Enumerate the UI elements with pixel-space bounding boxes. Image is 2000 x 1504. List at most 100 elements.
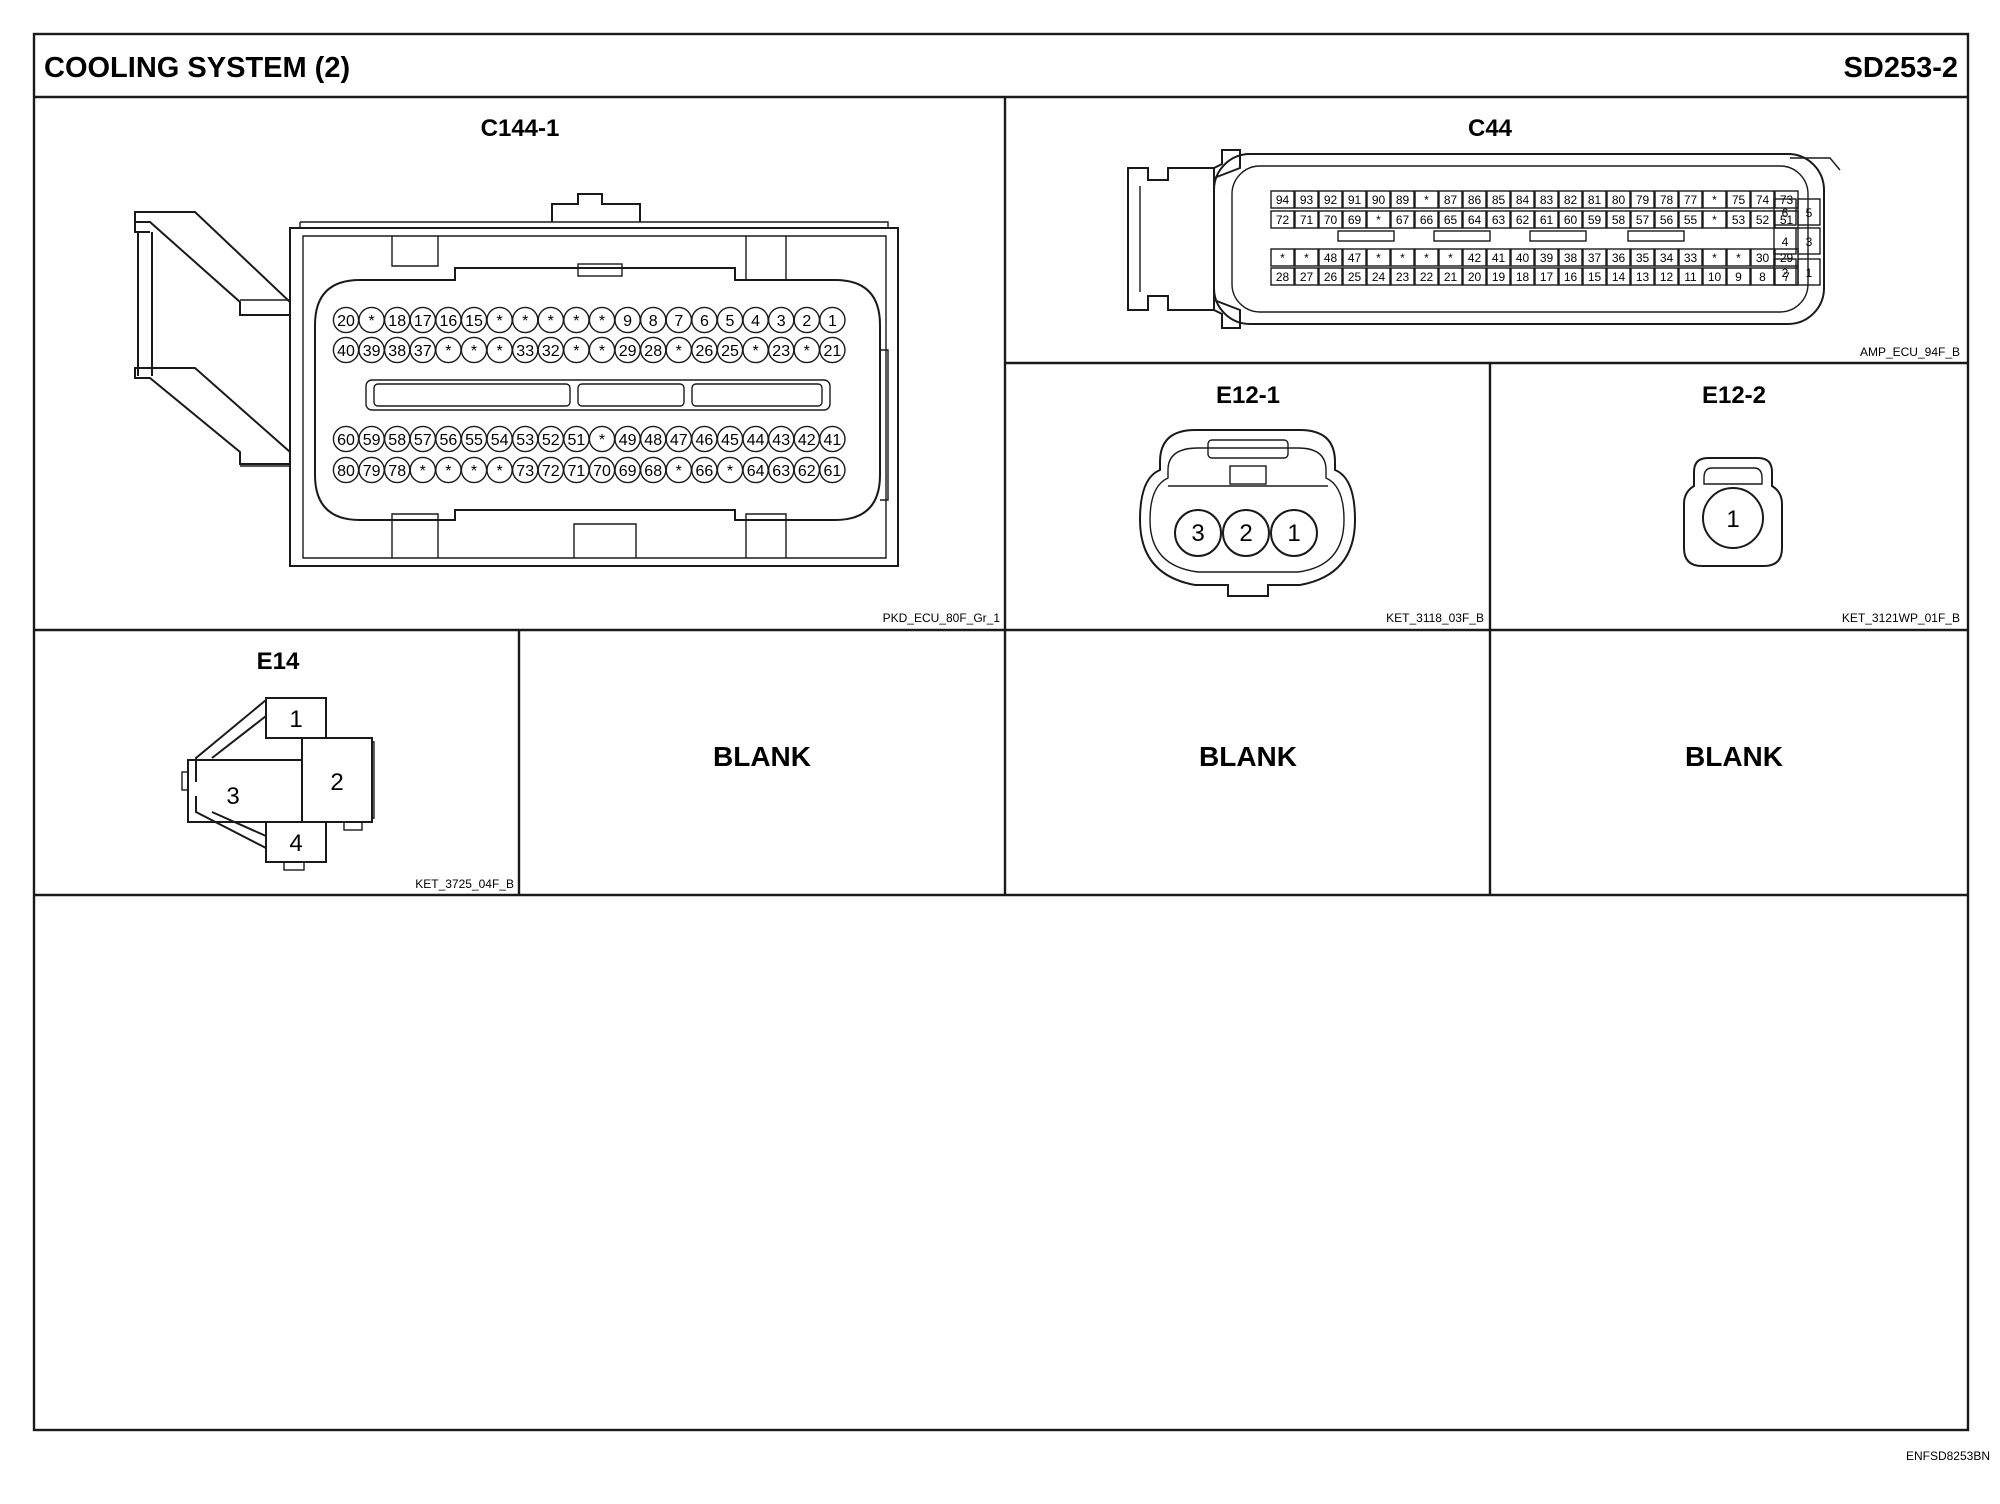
c144-1-pin: 59	[358, 425, 385, 453]
c144-1-pin: *	[435, 456, 462, 484]
c44-pin: *	[1702, 248, 1727, 267]
c44-pin-label: 27	[1300, 270, 1314, 284]
c144-1-pin: 16	[435, 306, 462, 334]
c144-1-pin-label: 16	[440, 313, 458, 330]
c44-pin-label: 92	[1324, 193, 1338, 207]
c144-1-pin-label: 5	[726, 313, 735, 330]
c144-1-pin-label: *	[496, 313, 502, 330]
c144-1-pin-label: *	[420, 463, 426, 480]
c44-pin-label: 34	[1660, 251, 1674, 265]
c44-pin: 34	[1654, 248, 1679, 267]
c144-1-pin: 40	[332, 336, 360, 364]
c44-pin: *	[1366, 210, 1391, 229]
e12-1-pin-2: 2	[1239, 520, 1252, 547]
c44-pin-label: 64	[1468, 213, 1482, 227]
c44-pin-label: 39	[1540, 251, 1554, 265]
c44-pin-label: *	[1376, 251, 1381, 265]
c44-pin: 48	[1318, 248, 1343, 267]
connector-e14-part: KET_3725_04F_B	[415, 877, 514, 891]
c144-1-pin-label: 63	[772, 463, 790, 480]
c44-pin: 75	[1726, 190, 1751, 209]
c44-pin-label: 80	[1612, 193, 1626, 207]
c44-pin-label: 13	[1636, 270, 1650, 284]
c44-pin: *	[1438, 248, 1463, 267]
e12-1-pin-3: 3	[1191, 520, 1204, 547]
blank-cell-2: BLANK	[1199, 741, 1297, 772]
c144-1-pin: 60	[332, 425, 360, 453]
c144-1-pin-label: *	[752, 343, 758, 360]
c144-1-pin-label: *	[368, 313, 374, 330]
c44-pin-label: 19	[1492, 270, 1506, 284]
c44-pin-label: 61	[1540, 213, 1554, 227]
c44-pin-label: 82	[1564, 193, 1578, 207]
c44-side-pin: 2	[1773, 258, 1797, 286]
c44-pin: 29	[1774, 248, 1799, 267]
c44-pin: 38	[1558, 248, 1583, 267]
c144-1-pin-label: *	[676, 463, 682, 480]
connector-c144-1-label: C144-1	[481, 115, 560, 142]
c44-pin: 15	[1582, 267, 1607, 286]
c44-pin-label: *	[1400, 251, 1405, 265]
c144-1-pin-label: 71	[568, 463, 586, 480]
c44-pin-label: 15	[1588, 270, 1602, 284]
c144-1-pin-label: 66	[696, 463, 714, 480]
c144-1-pin-label: *	[573, 313, 579, 330]
c44-side-pin: 4	[1773, 227, 1797, 255]
connector-e12-1-label: E12-1	[1216, 382, 1280, 409]
c44-pin: 67	[1390, 210, 1415, 229]
c44-side-pin: 6	[1773, 198, 1797, 226]
c44-pin-label: 93	[1300, 193, 1314, 207]
c144-1-pin-label: 58	[388, 432, 406, 449]
c44-pin-label: 77	[1684, 193, 1698, 207]
c44-pin-label: 81	[1588, 193, 1602, 207]
c144-1-pin-label: *	[496, 343, 502, 360]
c44-pin-label: 23	[1396, 270, 1410, 284]
c144-1-pin-label: 18	[388, 313, 406, 330]
c144-1-pin: 61	[819, 456, 846, 484]
c144-1-pin: 69	[614, 456, 641, 484]
c144-1-pin-label: 44	[747, 432, 765, 449]
e14-pin-1: 1	[289, 706, 302, 733]
connector-c44-part: AMP_ECU_94F_B	[1860, 345, 1960, 359]
c44-pin: 87	[1438, 190, 1463, 209]
c144-1-pin-label: 80	[337, 463, 355, 480]
c44-side-pin-label: 1	[1806, 266, 1813, 280]
c44-pin-label: 35	[1636, 251, 1650, 265]
c144-1-pin: 4	[742, 306, 769, 334]
c44-pin-label: 40	[1516, 251, 1530, 265]
c44-pin: 40	[1510, 248, 1535, 267]
c44-pin: *	[1270, 248, 1295, 267]
c44-pin-label: *	[1712, 251, 1717, 265]
c144-1-pin: 62	[793, 456, 821, 484]
c44-pin: 33	[1678, 248, 1703, 267]
c144-1-pin: *	[486, 456, 513, 484]
c44-pin: 85	[1486, 190, 1511, 209]
c44-pin: 83	[1534, 190, 1559, 209]
c44-side-pin-label: 5	[1806, 206, 1813, 220]
c144-1-pin-label: *	[804, 343, 810, 360]
c44-pin-label: 85	[1492, 193, 1506, 207]
c144-1-pin-label: 49	[619, 432, 637, 449]
c144-1-pin-label: 39	[363, 343, 381, 360]
connector-e14: E14 1 2 3 4 KET_3725_04F_B	[181, 648, 514, 891]
c144-1-pin-label: 73	[516, 463, 534, 480]
c144-1-pin: 1	[819, 306, 846, 334]
c144-1-pin-label: 32	[542, 343, 560, 360]
c144-1-pin: 28	[639, 336, 667, 364]
c144-1-pin: *	[409, 456, 437, 484]
c144-1-pin: 54	[486, 425, 513, 453]
c144-1-pin-label: 43	[772, 432, 790, 449]
c44-pin-label: *	[1280, 251, 1285, 265]
c144-1-pin: 41	[819, 425, 846, 453]
c44-pin: *	[1414, 190, 1439, 209]
c44-side-pin-label: 6	[1782, 206, 1789, 220]
c144-1-pin-label: 57	[414, 432, 432, 449]
c144-1-pin: 52	[537, 425, 565, 453]
c44-pin: 90	[1366, 190, 1391, 209]
page-code: SD253-2	[1844, 52, 1958, 84]
c144-1-pin: *	[588, 306, 616, 334]
c44-pin-label: 25	[1348, 270, 1362, 284]
c144-1-pin: 5	[716, 306, 744, 334]
c44-pin: 36	[1606, 248, 1631, 267]
c44-pin-label: 7	[1783, 270, 1790, 284]
